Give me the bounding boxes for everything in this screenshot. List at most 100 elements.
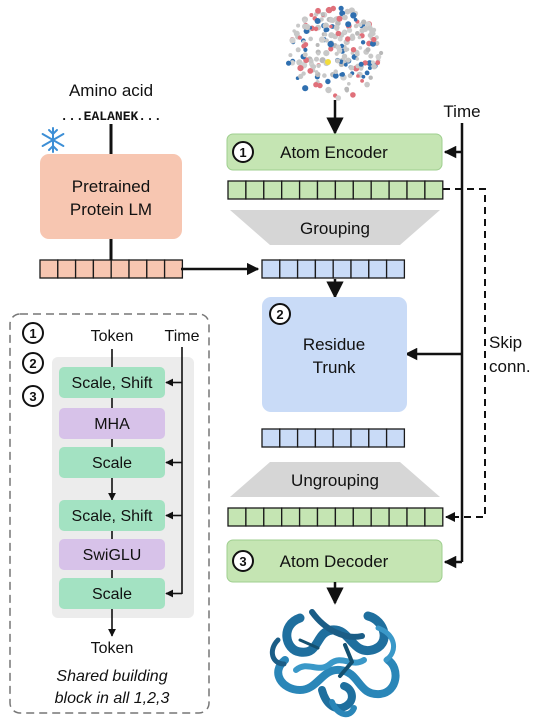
atom-dot xyxy=(355,57,360,61)
amino-acid-label: Amino acid xyxy=(69,81,153,100)
atom-dot xyxy=(315,43,320,47)
atom-dot xyxy=(335,30,342,37)
atom-dot xyxy=(295,47,301,53)
atom-dot xyxy=(296,59,303,66)
atom-dot xyxy=(353,23,359,29)
atom-dot xyxy=(335,58,341,64)
atom-dot xyxy=(307,68,314,74)
trunk-label-line1: Residue xyxy=(303,335,365,354)
atom-token-cell xyxy=(406,180,426,200)
atom-dot xyxy=(347,82,351,86)
atom-dot xyxy=(289,37,296,44)
atom-dot xyxy=(353,17,358,22)
atom-dot xyxy=(325,59,331,65)
residue-token-cell xyxy=(261,428,281,448)
residue-token-cell xyxy=(385,259,406,279)
trunk-residue-tokens xyxy=(261,428,406,448)
atom-decoder-block: 3 Atom Decoder xyxy=(226,539,443,583)
plm-label-line2: Protein LM xyxy=(70,200,152,219)
atom-dot xyxy=(375,53,382,60)
grouped-residue-tokens xyxy=(261,259,406,279)
atom-dot xyxy=(297,65,304,72)
atom-dot xyxy=(303,42,309,47)
encoder-atom-tokens xyxy=(227,180,444,200)
encoder-label: Atom Encoder xyxy=(280,143,388,162)
residue-token-cell xyxy=(350,428,370,448)
atom-dot xyxy=(328,32,335,39)
atom-dot xyxy=(329,24,333,29)
atom-dot xyxy=(371,63,378,70)
residue-token-cell xyxy=(385,428,406,448)
block-number-badges: 1 2 3 xyxy=(22,322,44,407)
residue-token-cell xyxy=(296,428,317,448)
atom-dot xyxy=(333,69,339,74)
residue-trunk-block: 2 Residue Trunk xyxy=(262,297,407,412)
plm-token-cell xyxy=(74,259,95,279)
atom-dot xyxy=(354,51,360,57)
decoder-label: Atom Decoder xyxy=(280,552,389,571)
plm-token-cell xyxy=(39,259,59,279)
atom-token-cell xyxy=(245,507,265,527)
atom-dot xyxy=(344,86,350,92)
atom-dot xyxy=(325,27,330,32)
plm-token-cell xyxy=(146,259,166,279)
atom-dot xyxy=(286,60,292,66)
atom-dot xyxy=(297,35,302,40)
atom-dot xyxy=(356,74,360,78)
atom-dot xyxy=(316,51,321,56)
atom-dot xyxy=(360,40,366,45)
atom-dot xyxy=(361,74,366,79)
atom-dot xyxy=(368,53,374,59)
plm-label-line1: Pretrained xyxy=(72,177,150,196)
atom-dot xyxy=(355,31,360,36)
atom-dot xyxy=(350,92,356,98)
atom-dot xyxy=(362,60,368,66)
atom-dot xyxy=(308,36,314,42)
atom-dot xyxy=(322,22,329,29)
atom-dot xyxy=(348,65,355,71)
scale-layer-label: Scale xyxy=(92,586,132,603)
atom-dot xyxy=(350,33,355,39)
atom-dot xyxy=(316,63,321,68)
block-token-out-label: Token xyxy=(91,640,134,657)
mha-layer: MHA xyxy=(59,408,165,439)
residue-token-cell xyxy=(350,259,370,279)
atom-dot xyxy=(304,23,311,31)
atom-dot xyxy=(358,46,363,50)
atom-dot xyxy=(330,5,336,12)
block-num-1: 1 xyxy=(29,326,36,341)
residue-token-cell xyxy=(368,428,388,448)
atom-dot xyxy=(366,60,373,67)
atom-dot xyxy=(336,48,343,54)
atom-dot xyxy=(298,73,304,79)
decoder-number: 3 xyxy=(239,554,246,569)
snowflake-icon xyxy=(41,127,65,153)
atom-dot xyxy=(323,50,330,57)
residue-token-cell xyxy=(279,428,299,448)
atom-token-cell xyxy=(352,507,372,527)
residue-token-cell xyxy=(332,259,352,279)
atom-dot xyxy=(338,5,344,11)
plm-token-cell xyxy=(128,259,148,279)
atom-token-cell xyxy=(316,180,337,200)
pretrained-protein-lm-block: Pretrained Protein LM xyxy=(40,154,182,239)
atom-token-cell xyxy=(298,180,319,200)
atom-encoder-block: 1 Atom Encoder xyxy=(226,133,443,171)
scale-shift-layer-label: Scale, Shift xyxy=(72,375,153,392)
atom-dot xyxy=(322,73,327,78)
atom-dot xyxy=(357,35,362,40)
plm-token-cell xyxy=(110,259,130,279)
block-time-label: Time xyxy=(165,328,200,345)
plm-token-cell xyxy=(163,259,184,279)
block-token-in-label: Token xyxy=(91,328,134,345)
atom-dot xyxy=(302,19,307,24)
atom-dot xyxy=(332,72,339,79)
atom-dot xyxy=(347,73,353,79)
residue-token-cell xyxy=(314,428,334,448)
residue-token-cell xyxy=(314,259,334,279)
block-num-3: 3 xyxy=(29,389,36,404)
atom-dot xyxy=(345,21,352,28)
swiglu-layer: SwiGLU xyxy=(59,539,165,570)
atom-token-cell xyxy=(227,180,247,200)
